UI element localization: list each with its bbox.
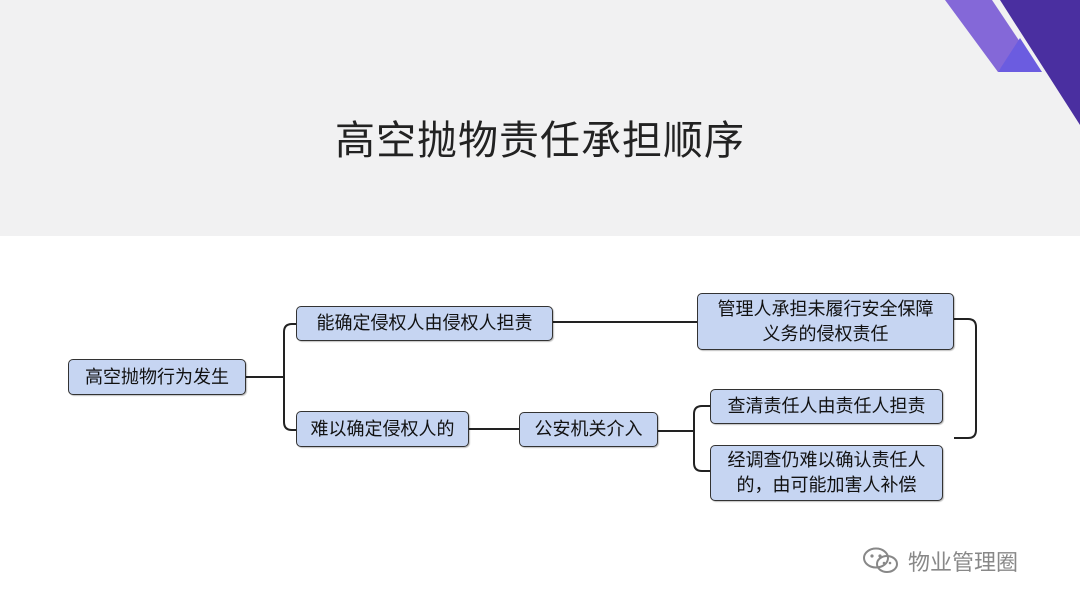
corner-decoration xyxy=(945,0,1080,125)
node-found: 查清责任人由责任人担责 xyxy=(710,389,943,424)
node-identified: 能确定侵权人由侵权人担责 xyxy=(296,306,553,341)
watermark: 物业管理圈 xyxy=(862,544,1018,578)
page-title: 高空抛物责任承担顺序 xyxy=(335,118,745,164)
wechat-icon xyxy=(863,547,898,573)
node-manager: 管理人承担未履行安全保障 义务的侵权责任 xyxy=(697,293,954,350)
corner-triangle-dark xyxy=(1000,0,1080,125)
connector-manager-bracket xyxy=(954,318,977,439)
watermark-text: 物业管理圈 xyxy=(908,551,1019,576)
node-police: 公安机关介入 xyxy=(519,412,658,447)
corner-stripe-purple xyxy=(945,0,1020,72)
node-unidentified: 难以确定侵权人的 xyxy=(296,411,469,447)
connector-root-branch xyxy=(283,323,300,431)
connector-police-branch xyxy=(693,405,710,472)
corner-triangle-blue xyxy=(998,38,1042,72)
node-compensation: 经调查仍难以确认责任人 的，由可能加害人补偿 xyxy=(710,445,943,501)
header-band xyxy=(0,0,1080,236)
node-root: 高空抛物行为发生 xyxy=(68,359,246,395)
